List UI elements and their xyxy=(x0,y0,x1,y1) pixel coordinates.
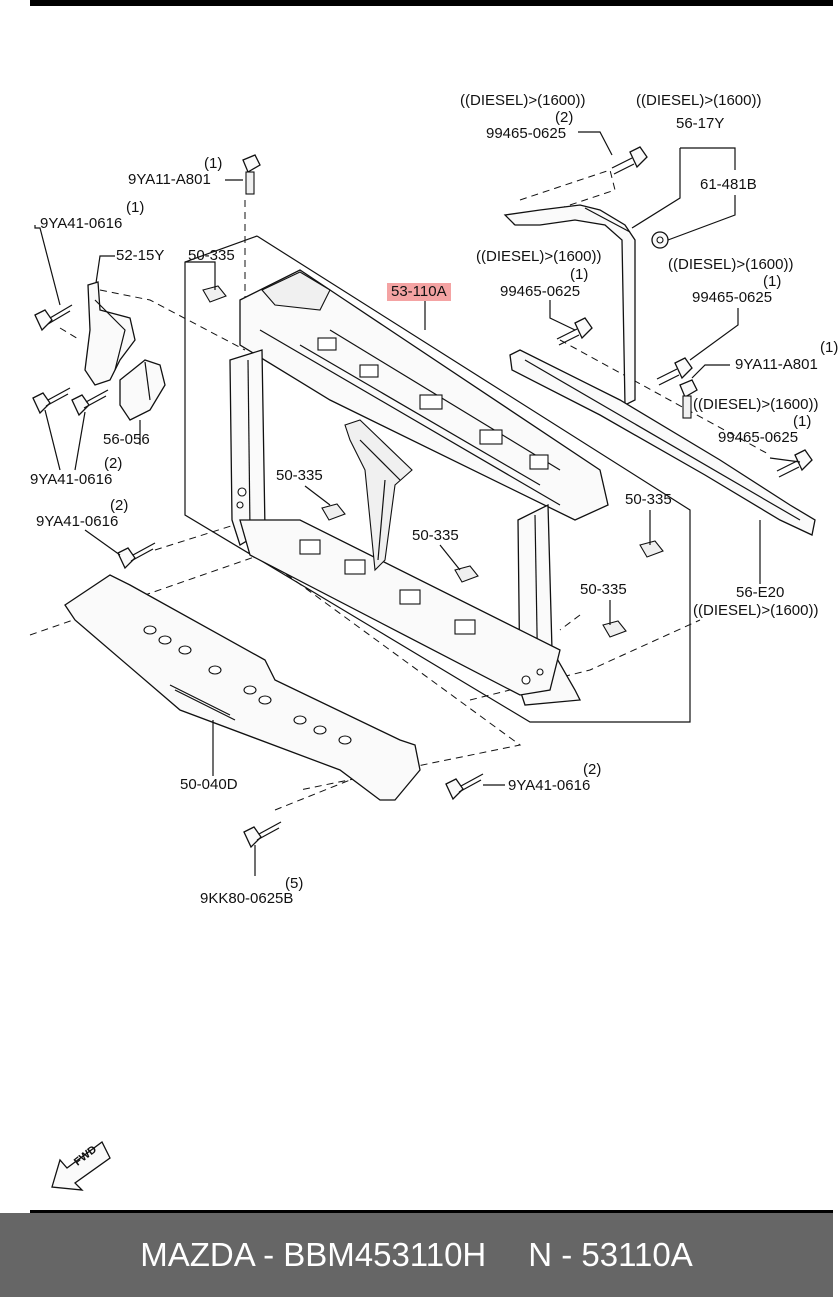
qty-9ya11-a801-top: (1) xyxy=(204,155,223,172)
part-label-50-335-c[interactable]: 50-335 xyxy=(412,527,459,544)
part-label-53-110a-highlighted[interactable]: 53-110A xyxy=(387,283,451,301)
part-label-61-481b[interactable]: 61-481B xyxy=(700,176,757,193)
bolt-icon xyxy=(656,357,693,386)
condition-99465-a: ((DIESEL)>(1600)) xyxy=(460,92,586,109)
part-label-9ya41-0616-d[interactable]: 9YA41-0616 xyxy=(508,777,591,794)
qty-99465-a: (2) xyxy=(555,109,574,126)
bolt-icon xyxy=(71,389,109,417)
guide-line xyxy=(559,339,771,456)
bolt-icon xyxy=(445,773,484,801)
bolt-icon xyxy=(32,387,71,415)
condition-56-17y: ((DIESEL)>(1600)) xyxy=(636,92,762,109)
qty-99465-d: (1) xyxy=(793,413,812,430)
lower-deflector-50-040d xyxy=(64,574,421,801)
part-label-56-17y[interactable]: 56-17Y xyxy=(676,115,725,132)
part-label-9ya41-0616-a[interactable]: 9YA41-0616 xyxy=(40,215,123,232)
bolt-icon xyxy=(556,317,593,346)
condition-99465-c: ((DIESEL)>(1600)) xyxy=(668,256,794,273)
part-label-50-335-d[interactable]: 50-335 xyxy=(625,491,672,508)
fwd-arrow-icon xyxy=(51,1141,111,1191)
guide-line xyxy=(59,327,81,341)
qty-9ya41-0616-d: (2) xyxy=(583,761,602,778)
qty-9kk80: (5) xyxy=(285,875,304,892)
part-label-9kk80-0625b[interactable]: 9KK80-0625B xyxy=(200,890,294,907)
condition-99465-b: ((DIESEL)>(1600)) xyxy=(476,248,602,265)
part-label-52-15y[interactable]: 52-15Y xyxy=(116,247,165,264)
clip-50-335-shape xyxy=(202,285,664,638)
guide-line xyxy=(99,289,246,351)
rail-56-e20 xyxy=(509,349,816,536)
qty-99465-c: (1) xyxy=(763,273,782,290)
bolt-icon xyxy=(243,821,282,849)
guide-line xyxy=(274,779,351,811)
clip-61-481b xyxy=(651,231,669,249)
footer-reference: N - 53110A xyxy=(528,1236,693,1273)
bottom-rule xyxy=(30,1210,833,1213)
bracket-56-056 xyxy=(119,359,166,421)
bolt-icon xyxy=(679,379,698,419)
part-label-9ya11-a801-top[interactable]: 9YA11-A801 xyxy=(128,171,211,188)
top-rule xyxy=(30,0,833,6)
part-label-9ya41-0616-c[interactable]: 9YA41-0616 xyxy=(36,513,119,530)
footer-bar: MAZDA - BBM453110H N - 53110A xyxy=(0,1213,833,1297)
bolt-icon xyxy=(34,304,73,332)
guide-line xyxy=(154,519,251,551)
qty-9ya41-0616-c: (2) xyxy=(110,497,129,514)
part-label-99465-0625-c[interactable]: 99465-0625 xyxy=(692,289,773,306)
bolt-icon xyxy=(776,449,813,478)
leader-lines xyxy=(34,131,801,876)
part-label-50-335-e[interactable]: 50-335 xyxy=(580,581,627,598)
left-bracket-52-15y xyxy=(84,281,136,386)
bolt-icon xyxy=(117,542,156,570)
part-label-99465-0625-b[interactable]: 99465-0625 xyxy=(500,283,581,300)
part-label-99465-0625-d[interactable]: 99465-0625 xyxy=(718,429,799,446)
condition-56-e20: ((DIESEL)>(1600)) xyxy=(693,602,819,619)
part-label-9ya11-a801-r[interactable]: 9YA11-A801 xyxy=(735,356,818,373)
part-label-50-335-a[interactable]: 50-335 xyxy=(188,247,235,264)
part-label-56-056[interactable]: 56-056 xyxy=(103,431,150,448)
qty-9ya41-0616-b: (2) xyxy=(104,455,123,472)
qty-9ya41-0616-a: (1) xyxy=(126,199,145,216)
upper-bracket-56-17y xyxy=(503,204,636,407)
bolt-icon xyxy=(242,154,261,195)
condition-99465-d: ((DIESEL)>(1600)) xyxy=(693,396,819,413)
part-label-50-040d[interactable]: 50-040D xyxy=(180,776,238,793)
footer-part-number: MAZDA - BBM453110H xyxy=(140,1236,487,1273)
radiator-support-frame xyxy=(229,269,609,706)
part-label-56-e20[interactable]: 56-E20 xyxy=(736,584,785,601)
part-label-9ya41-0616-b[interactable]: 9YA41-0616 xyxy=(30,471,113,488)
parts-diagram xyxy=(29,131,816,1191)
qty-99465-b: (1) xyxy=(570,266,589,283)
guide-line xyxy=(559,614,581,631)
bolt-icon xyxy=(611,146,648,175)
qty-9ya11-a801-r: (1) xyxy=(820,339,838,356)
part-label-99465-0625-a[interactable]: 99465-0625 xyxy=(486,125,567,142)
part-label-50-335-b[interactable]: 50-335 xyxy=(276,467,323,484)
